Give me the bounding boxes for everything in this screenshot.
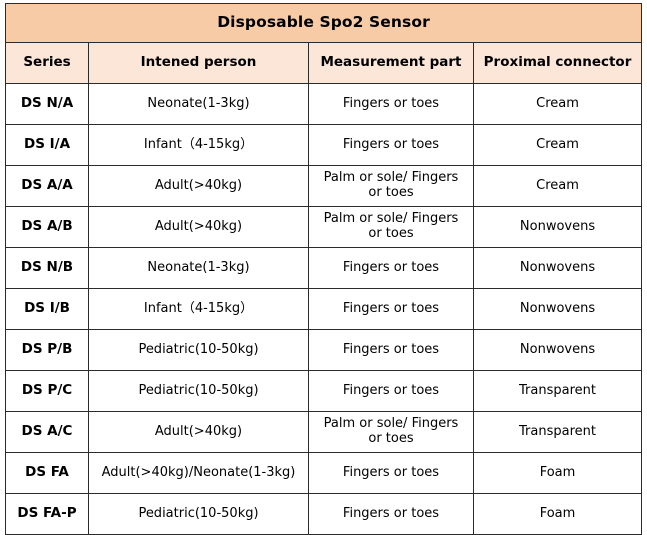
table-row: DS N/B Neonate(1-3kg) Fingers or toes No…	[5, 247, 643, 289]
cell-part: Fingers or toes	[308, 452, 474, 494]
cell-part: Fingers or toes	[308, 247, 474, 289]
cell-person: Pediatric(10-50kg)	[88, 370, 309, 412]
cell-connector: Nonwovens	[472, 288, 643, 330]
disposable-spo2-sensor-table: Disposable Spo2 Sensor Series Intened pe…	[4, 3, 643, 535]
cell-connector: Cream	[472, 165, 643, 207]
cell-part: Fingers or toes	[308, 493, 474, 535]
cell-part-text: Palm or sole/ Fingers or toes	[323, 170, 459, 200]
cell-series: DS A/C	[5, 411, 89, 453]
table-row: DS I/A Infant（4-15kg） Fingers or toes Cr…	[5, 124, 643, 166]
cell-person: Pediatric(10-50kg)	[88, 329, 309, 371]
cell-part-text: Fingers or toes	[342, 300, 440, 316]
cell-connector: Foam	[472, 452, 643, 494]
cell-connector: Nonwovens	[472, 247, 643, 289]
cell-person: Neonate(1-3kg)	[88, 247, 309, 289]
table-row: DS FA Adult(>40kg)/Neonate(1-3kg) Finger…	[5, 452, 643, 494]
spec-sheet: Disposable Spo2 Sensor Series Intened pe…	[4, 3, 643, 535]
column-header-series: Series	[5, 42, 89, 84]
table-title: Disposable Spo2 Sensor	[4, 3, 643, 43]
cell-part-text: Fingers or toes	[342, 382, 440, 398]
cell-part-text: Fingers or toes	[342, 95, 440, 111]
cell-series: DS FA-P	[5, 493, 89, 535]
cell-part: Fingers or toes	[308, 83, 474, 125]
table-row: DS I/B Infant（4-15kg） Fingers or toes No…	[5, 288, 643, 330]
cell-part-text: Palm or sole/ Fingers or toes	[323, 416, 459, 446]
cell-series: DS I/A	[5, 124, 89, 166]
cell-part: Palm or sole/ Fingers or toes	[308, 206, 474, 248]
cell-person: Infant（4-15kg）	[88, 124, 309, 166]
cell-part: Fingers or toes	[308, 370, 474, 412]
cell-part: Palm or sole/ Fingers or toes	[308, 165, 474, 207]
column-header-person: Intened person	[88, 42, 309, 84]
cell-person: Adult(>40kg)	[88, 206, 309, 248]
cell-part: Fingers or toes	[308, 124, 474, 166]
cell-series: DS A/A	[5, 165, 89, 207]
cell-series: DS A/B	[5, 206, 89, 248]
cell-person: Adult(>40kg)/Neonate(1-3kg)	[88, 452, 309, 494]
cell-series: DS N/A	[5, 83, 89, 125]
column-header-part: Measurement part	[308, 42, 474, 84]
cell-part-text: Fingers or toes	[342, 341, 440, 357]
table-row: DS FA-P Pediatric(10-50kg) Fingers or to…	[5, 493, 643, 535]
cell-part: Fingers or toes	[308, 329, 474, 371]
cell-connector: Foam	[472, 493, 643, 535]
table-row: DS N/A Neonate(1-3kg) Fingers or toes Cr…	[5, 83, 643, 125]
cell-series: DS N/B	[5, 247, 89, 289]
cell-part-text: Fingers or toes	[342, 505, 440, 521]
cell-series: DS I/B	[5, 288, 89, 330]
column-header-connector: Proximal connector	[472, 42, 643, 84]
cell-part: Palm or sole/ Fingers or toes	[308, 411, 474, 453]
cell-connector: Cream	[472, 83, 643, 125]
cell-part-text: Fingers or toes	[342, 136, 440, 152]
cell-person: Neonate(1-3kg)	[88, 83, 309, 125]
cell-connector: Nonwovens	[472, 206, 643, 248]
table-row: DS A/B Adult(>40kg) Palm or sole/ Finger…	[5, 206, 643, 248]
table-row: DS P/C Pediatric(10-50kg) Fingers or toe…	[5, 370, 643, 412]
cell-person: Pediatric(10-50kg)	[88, 493, 309, 535]
cell-part-text: Palm or sole/ Fingers or toes	[323, 211, 459, 241]
table-title-row: Disposable Spo2 Sensor	[4, 3, 643, 43]
cell-series: DS P/C	[5, 370, 89, 412]
cell-series: DS FA	[5, 452, 89, 494]
table-header-row: Series Intened person Measurement part P…	[5, 42, 643, 84]
cell-person: Adult(>40kg)	[88, 411, 309, 453]
cell-part-text: Fingers or toes	[342, 464, 440, 480]
cell-part: Fingers or toes	[308, 288, 474, 330]
cell-series: DS P/B	[5, 329, 89, 371]
table-body: Disposable Spo2 Sensor Series Intened pe…	[4, 3, 643, 535]
cell-connector: Cream	[472, 124, 643, 166]
table-row: DS A/A Adult(>40kg) Palm or sole/ Finger…	[5, 165, 643, 207]
cell-part-text: Fingers or toes	[342, 259, 440, 275]
cell-person: Infant（4-15kg）	[88, 288, 309, 330]
cell-connector: Transparent	[472, 370, 643, 412]
cell-connector: Nonwovens	[472, 329, 643, 371]
table-row: DS A/C Adult(>40kg) Palm or sole/ Finger…	[5, 411, 643, 453]
cell-person: Adult(>40kg)	[88, 165, 309, 207]
table-row: DS P/B Pediatric(10-50kg) Fingers or toe…	[5, 329, 643, 371]
cell-connector: Transparent	[472, 411, 643, 453]
